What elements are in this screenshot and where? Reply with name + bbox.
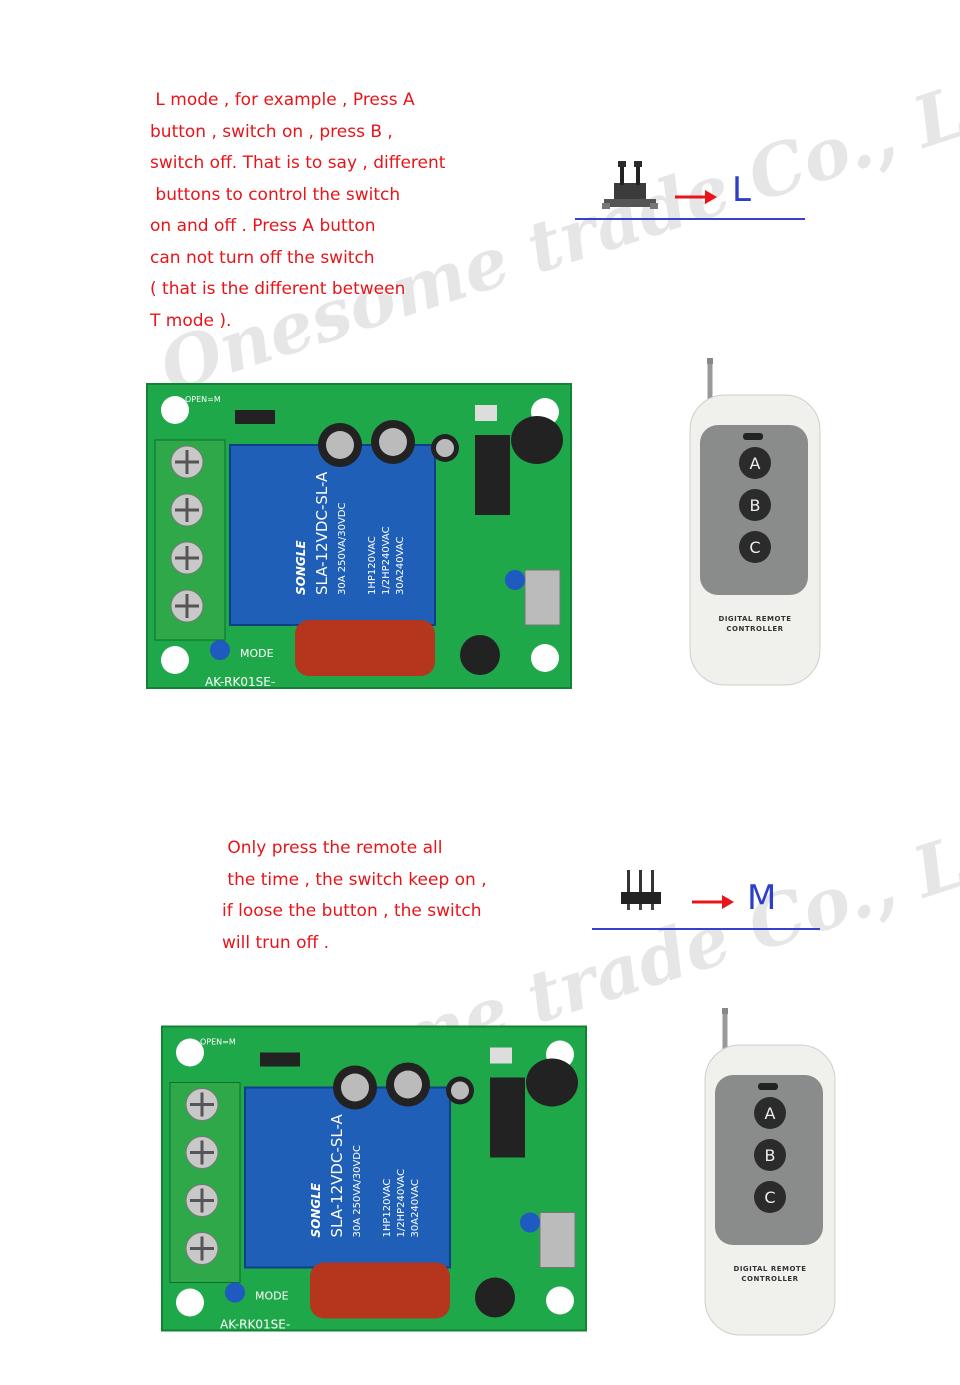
remote-control-image: A B C DIGITAL REMOTE CONTROLLER [704, 1008, 836, 1336]
relay-rating-2: 1HP120VAC [382, 1179, 393, 1238]
description-line: switch off. That is to say , different [150, 153, 446, 173]
l-mode-description: L mode , for example , Press A button , … [150, 85, 445, 337]
description-line: if loose the button , the switch [222, 901, 482, 921]
jumper-on-pins-icon [602, 161, 658, 209]
remote-button-c: C [749, 538, 760, 557]
description-line: buttons to control the switch [150, 184, 401, 205]
relay-rating-3: 1/2HP240VAC [381, 526, 392, 595]
remote-control-image: A B C DIGITAL REMOTE CONTROLLER [689, 358, 821, 686]
jumper-label: OPEN=M [185, 395, 221, 404]
l-mode-indicator: L [575, 150, 815, 230]
description-line: ( that is the different between [150, 279, 406, 299]
description-line: on and off . Press A button [150, 216, 376, 236]
remote-label-line-2: CONTROLLER [741, 1275, 798, 1283]
remote-label-line-1: DIGITAL REMOTE [719, 615, 792, 623]
description-line: will trun off . [222, 932, 330, 953]
three-pin-header-icon [621, 870, 661, 910]
remote-label-line-2: CONTROLLER [726, 625, 783, 633]
mode-underline [575, 218, 805, 220]
receiver-board-image: SONGLE SLA-12VDC-SL-A 30A 250VA/30VDC 1H… [161, 1025, 587, 1332]
m-mode-indicator: M [592, 860, 832, 940]
mode-underline [592, 928, 820, 930]
section-l-mode: L mode , for example , Press A button , … [146, 85, 821, 689]
m-mode-description: Only press the remote all the time , the… [222, 833, 487, 959]
relay-rating-4: 30A240VAC [410, 1179, 421, 1238]
description-line: Only press the remote all [222, 838, 443, 858]
relay-brand: SONGLE [309, 1182, 323, 1237]
description-line: L mode , for example , Press A [150, 90, 415, 110]
description-line: can not turn off the switch [150, 247, 375, 268]
description-line: the time , the switch keep on , [222, 869, 487, 890]
receiver-board-image: SONGLE SLA-12VDC-SL-A 30A 250VA/30VDC 1H… [146, 383, 572, 689]
relay-rating-2: 1HP120VAC [367, 536, 378, 595]
relay-model: SLA-12VDC-SL-A [328, 1113, 346, 1237]
description-line: T mode ). [150, 310, 232, 331]
mode-letter-m: M [747, 878, 777, 918]
remote-button-a: A [750, 454, 761, 473]
mode-label: MODE [240, 647, 274, 660]
relay-rating-3: 1/2HP240VAC [396, 1169, 407, 1238]
board-label: AK-RK01SE- [205, 675, 275, 689]
section-m-mode: Only press the remote all the time , the… [0, 820, 960, 1380]
description-line: button , switch on , press B , [150, 121, 393, 142]
right-arrow-icon [675, 190, 717, 204]
relay-rating-4: 30A240VAC [395, 536, 406, 595]
mode-label: MODE [255, 1290, 289, 1303]
remote-label-line-1: DIGITAL REMOTE [734, 1265, 807, 1273]
relay-rating-1: 30A 250VA/30VDC [352, 1145, 363, 1238]
remote-button-a: A [765, 1104, 776, 1123]
remote-button-c: C [764, 1188, 775, 1207]
board-label: AK-RK01SE- [220, 1318, 290, 1332]
jumper-label: OPEN=M [200, 1038, 236, 1047]
relay-rating-1: 30A 250VA/30VDC [337, 502, 348, 595]
mode-letter-l: L [732, 170, 751, 210]
relay-model: SLA-12VDC-SL-A [313, 471, 331, 595]
remote-button-b: B [750, 496, 761, 515]
remote-button-b: B [765, 1146, 776, 1165]
relay-brand: SONGLE [294, 540, 308, 595]
right-arrow-icon [692, 895, 734, 909]
